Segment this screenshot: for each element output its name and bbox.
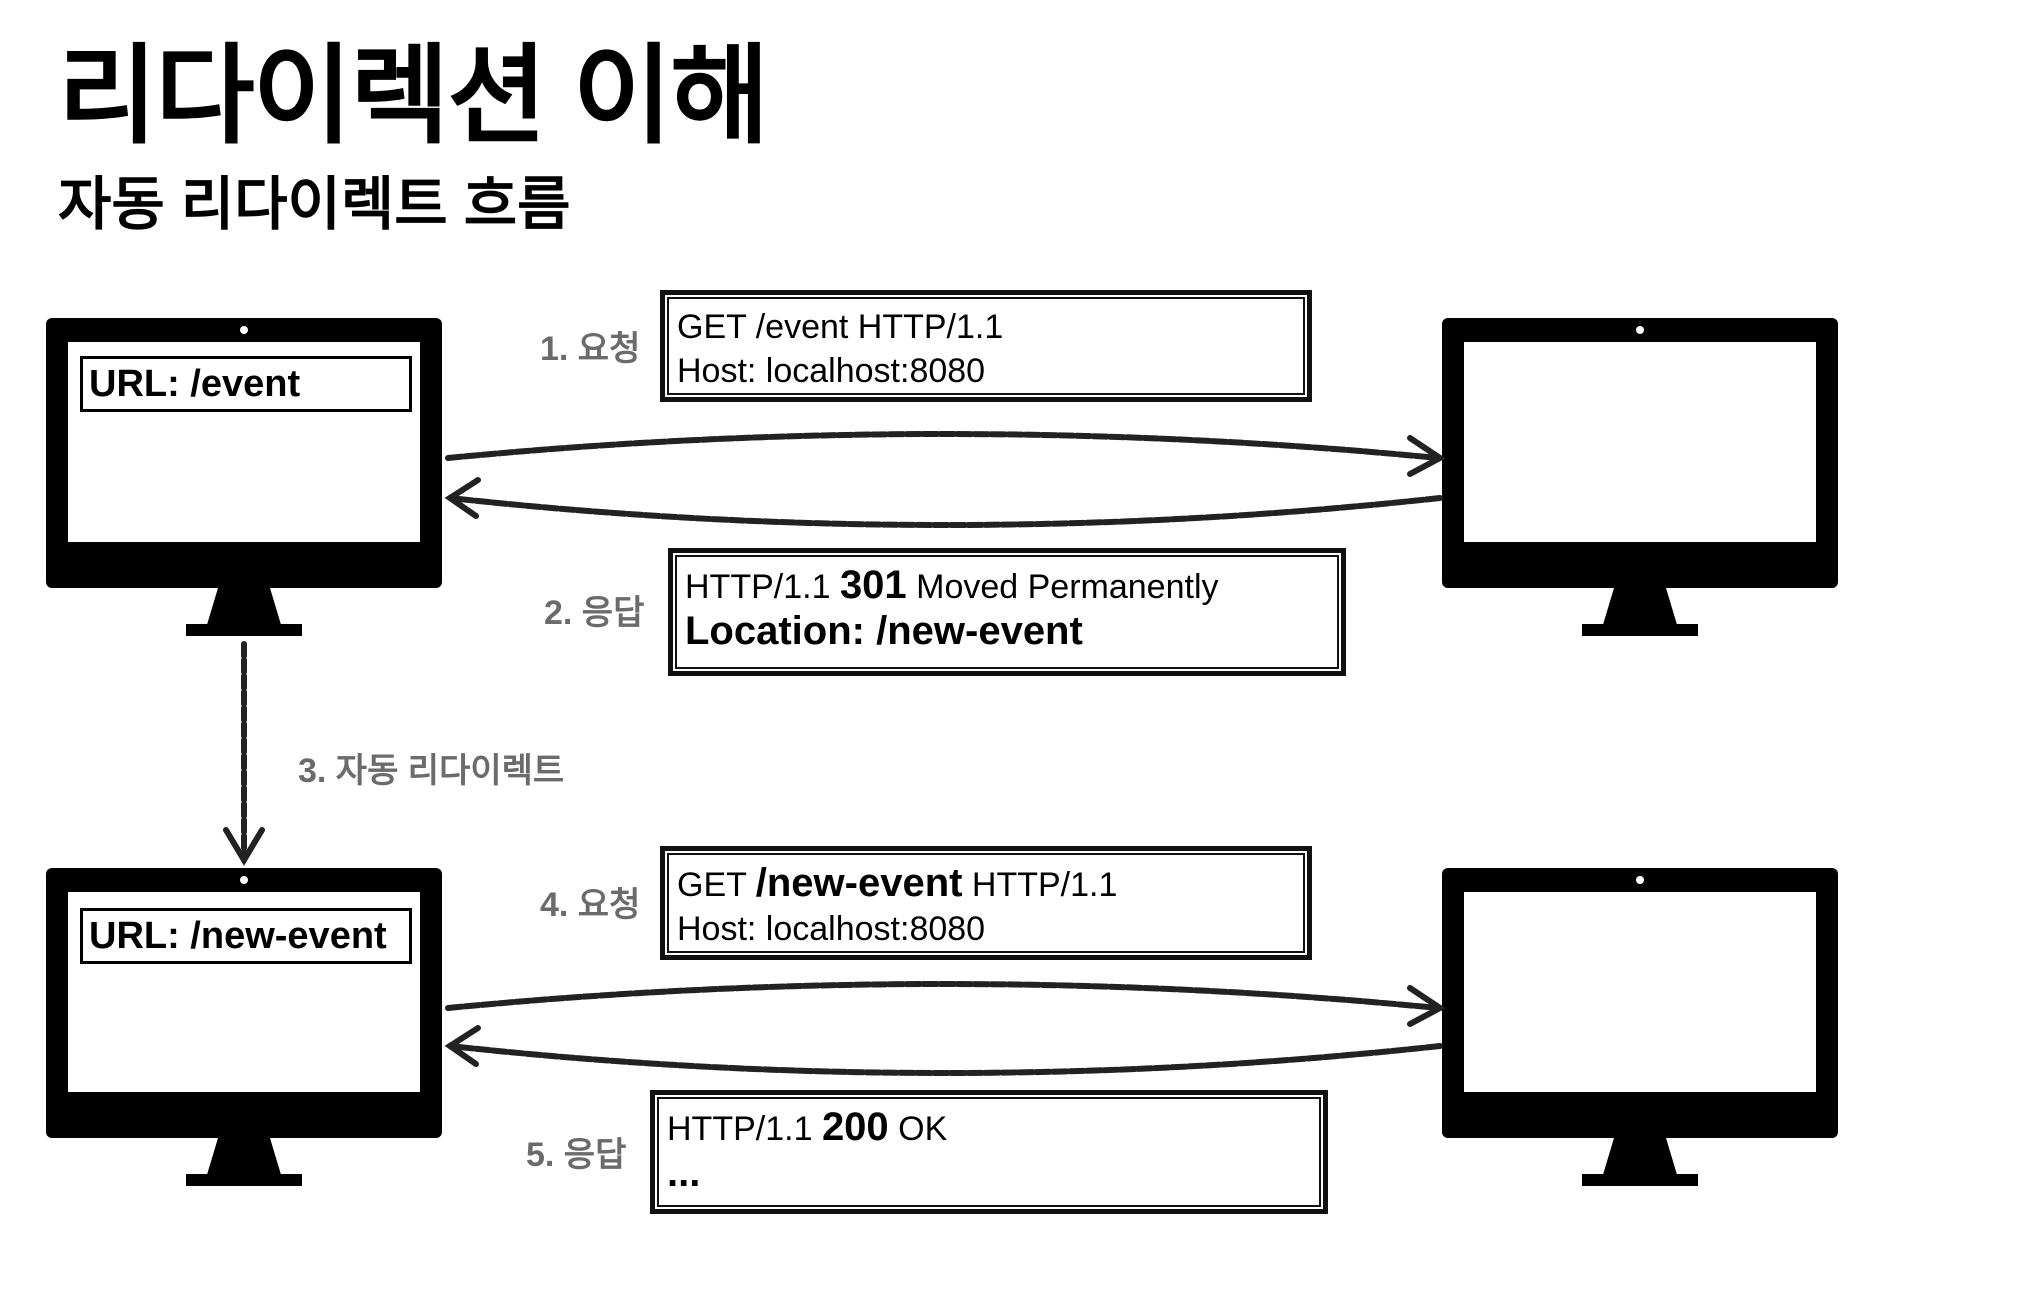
page-title: 리다이렉션 이해 [58, 35, 770, 156]
response-2-ellipsis: ... [667, 1151, 701, 1195]
response-1-status-line: HTTP/1.1 301 Moved Permanently [685, 563, 1329, 609]
step-5-label: 5. 응답 [526, 1136, 627, 1174]
request-2-request-line: GET /new-event HTTP/1.1 [677, 861, 1295, 907]
server-monitor-top [1442, 318, 1838, 636]
request-message-1: GET /event HTTP/1.1 Host: localhost:8080 [660, 290, 1312, 402]
response-1-version: HTTP/1.1 [685, 568, 840, 606]
response-message-1: HTTP/1.1 301 Moved Permanently Location:… [668, 548, 1346, 676]
request-1-line-2: Host: localhost:8080 [677, 352, 986, 390]
response-arrow-bottom [444, 1025, 1443, 1076]
url-box-top: URL: /event [80, 356, 412, 412]
request-arrow-bottom [445, 981, 1446, 1027]
request-2-method: GET [677, 866, 756, 904]
url-box-bottom: URL: /new-event [80, 908, 412, 964]
step-2-label: 2. 응답 [544, 594, 645, 632]
step-3-label: 3. 자동 리다이렉트 [298, 752, 565, 790]
response-arrow-top [444, 477, 1443, 528]
response-1-location-header: Location: /new-event [685, 609, 1083, 653]
request-1-line-1: GET /event HTTP/1.1 [677, 308, 1004, 346]
request-2-version: HTTP/1.1 [962, 866, 1118, 904]
response-2-status-line: HTTP/1.1 200 OK [667, 1105, 1311, 1151]
response-2-reason: OK [888, 1110, 948, 1148]
response-2-version: HTTP/1.1 [667, 1110, 822, 1148]
step-4-label: 4. 요청 [540, 886, 641, 924]
request-arrow-top [445, 431, 1446, 477]
response-1-reason: Moved Permanently [906, 568, 1219, 606]
response-message-2: HTTP/1.1 200 OK ... [650, 1090, 1328, 1214]
response-1-status-code: 301 [839, 563, 907, 607]
page-subtitle: 자동 리다이렉트 흐름 [58, 172, 571, 237]
request-2-path: /new-event [755, 861, 963, 905]
server-monitor-bottom [1442, 868, 1838, 1186]
step-1-label: 1. 요청 [540, 330, 641, 368]
response-2-status-code: 200 [821, 1105, 889, 1149]
redirect-arrow-down [223, 641, 265, 866]
request-message-2: GET /new-event HTTP/1.1 Host: localhost:… [660, 846, 1312, 960]
request-2-line-2: Host: localhost:8080 [677, 910, 986, 948]
